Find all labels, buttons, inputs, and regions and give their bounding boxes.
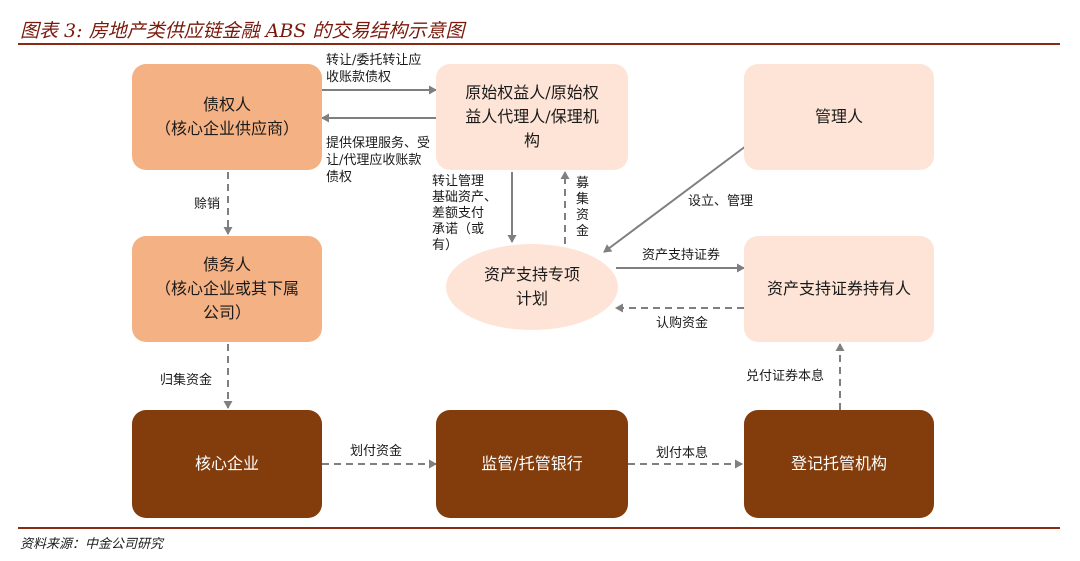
label-redeem-principal-interest: 兑付证券本息 — [746, 369, 825, 384]
label-factoring-service-line1: 提供保理服务、受 — [326, 136, 431, 151]
label-factoring-service-line3: 债权 — [326, 170, 353, 185]
node-debtor-line1: 债务人 — [202, 255, 251, 274]
label-collect-funds: 归集资金 — [160, 373, 213, 388]
node-bank: 监管/托管银行 — [436, 410, 628, 518]
label-pay-principal-interest: 划付本息 — [656, 446, 709, 461]
node-debtor-line2: （核心企业或其下属 — [154, 279, 299, 298]
node-registry: 登记托管机构 — [744, 410, 934, 518]
node-creditor-line2: （核心企业供应商） — [154, 119, 299, 138]
label-raise-funds: 募集资金 — [576, 176, 590, 239]
label-transfer-assets: 转让管理 基础资产、 差额支付 承诺（或 有） — [432, 174, 497, 254]
label-transfer-assets-line5: 有） — [432, 238, 459, 253]
node-bank-line1: 监管/托管银行 — [481, 454, 583, 473]
node-holders-line1: 资产支持证券持有人 — [766, 279, 911, 298]
label-transfer-assets-line1: 转让管理 — [432, 174, 485, 189]
label-purchase-sale: 赊销 — [194, 197, 221, 212]
source-note: 资料来源：中金公司研究 — [20, 537, 164, 552]
node-abs-plan: 资产支持专项 计划 — [446, 244, 618, 330]
node-original-owner: 原始权益人/原始权 益人代理人/保理机 构 — [436, 64, 628, 170]
node-manager: 管理人 — [744, 64, 934, 170]
node-debtor-line3: 公司） — [202, 303, 251, 322]
label-transfer-receivables: 转让/委托转让应 收账款债权 — [326, 52, 421, 86]
node-registry-line1: 登记托管机构 — [790, 454, 887, 473]
label-transfer-receivables-line2: 收账款债权 — [326, 70, 392, 85]
node-creditor: 债权人 （核心企业供应商） — [132, 64, 322, 170]
node-abs-plan-line2: 计划 — [515, 289, 548, 308]
node-creditor-line1: 债权人 — [202, 95, 251, 114]
arrow-setup-manage — [603, 145, 747, 253]
top-divider — [18, 43, 1060, 45]
node-original-owner-line1: 原始权益人/原始权 — [465, 83, 599, 102]
label-transfer-assets-line2: 基础资产、 — [432, 190, 498, 205]
label-factoring-service: 提供保理服务、受 让/代理应收账款 债权 — [326, 135, 430, 186]
node-original-owner-line3: 构 — [523, 131, 540, 150]
node-holders: 资产支持证券持有人 — [744, 236, 934, 342]
node-debtor: 债务人 （核心企业或其下属 公司） — [132, 236, 322, 342]
label-transfer-assets-line4: 承诺（或 — [432, 222, 485, 237]
label-setup-manage: 设立、管理 — [688, 194, 754, 209]
node-original-owner-line2: 益人代理人/保理机 — [465, 107, 599, 126]
label-transfer-assets-line3: 差额支付 — [432, 206, 485, 221]
bottom-divider — [18, 527, 1060, 529]
node-core-enterprise: 核心企业 — [132, 410, 322, 518]
node-core-enterprise-line1: 核心企业 — [194, 454, 259, 473]
node-abs-plan-line1: 资产支持专项 — [483, 265, 580, 284]
node-manager-line1: 管理人 — [814, 107, 863, 126]
label-subscription-funds: 认购资金 — [656, 316, 709, 331]
figure-title: 图表 3: 房地产类供应链金融 ABS 的交易结构示意图 — [20, 20, 465, 42]
label-pay-funds: 划付资金 — [350, 444, 403, 459]
label-transfer-receivables-line1: 转让/委托转让应 — [326, 53, 422, 68]
label-abs-securities: 资产支持证券 — [642, 248, 721, 263]
label-factoring-service-line2: 让/代理应收账款 — [326, 153, 422, 168]
